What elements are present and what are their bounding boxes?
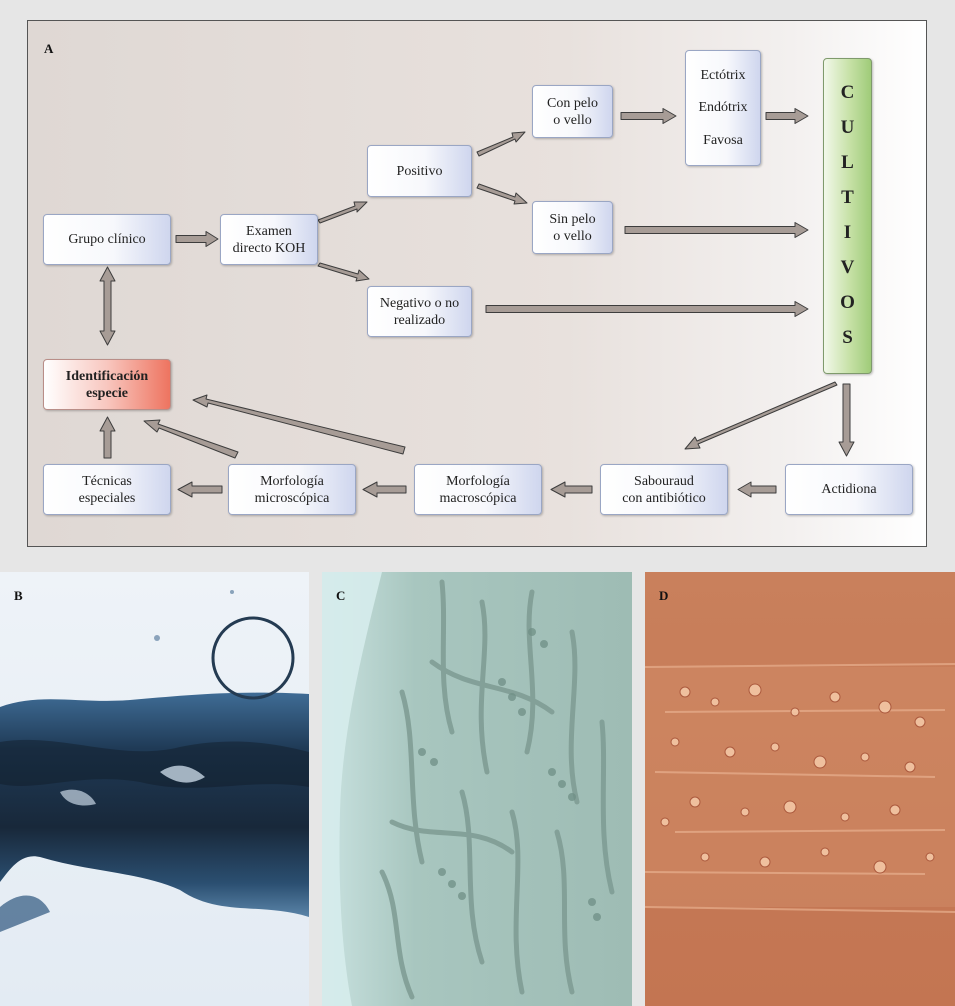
arrow-micro-identificacion xyxy=(144,420,238,458)
panel-d-label: D xyxy=(659,588,668,604)
node-actidiona: Actidiona xyxy=(785,464,913,515)
node-sin-pelo: Sin pelo o vello xyxy=(532,201,613,254)
cultivos-letter: U xyxy=(841,118,855,137)
arrow-shape xyxy=(477,184,527,204)
panel-c-label: C xyxy=(336,588,345,604)
arrow-micro-tecnicas xyxy=(178,482,222,497)
node-sabouraud: Sabouraud con antibiótico xyxy=(600,464,728,515)
cultivos-letter: C xyxy=(841,83,855,102)
arrow-shape xyxy=(318,263,369,281)
arrow-shape xyxy=(100,417,115,458)
panel-c-micrograph: C xyxy=(322,572,632,1006)
arrow-cultivos-sabouraud xyxy=(685,382,837,449)
arrow-shape xyxy=(477,132,525,156)
label-endotrix: Endótrix xyxy=(699,99,748,116)
arrow-shape xyxy=(551,482,592,497)
panel-a-flowchart: A Grupo clínico Examen directo KOH Posit… xyxy=(27,20,927,547)
arrow-cultivos-actidiona xyxy=(839,384,854,456)
panel-d-micrograph: D xyxy=(645,572,955,1006)
arrow-shape xyxy=(178,482,222,497)
node-cultivos: C U L T I V O S xyxy=(823,58,872,374)
micrograph-c-image xyxy=(322,572,632,1006)
node-tecnicas-especiales: Técnicas especiales xyxy=(43,464,171,515)
arrow-negativo-cultivos xyxy=(486,302,808,317)
node-identificacion-especie: Identificación especie xyxy=(43,359,171,410)
cultivos-letter: V xyxy=(841,258,855,277)
arrow-sabouraud-macro xyxy=(551,482,592,497)
arrow-grupo-identificacion-double xyxy=(100,267,115,345)
label-favosa: Favosa xyxy=(703,132,743,149)
cultivos-letter: L xyxy=(841,153,854,172)
arrow-conpelo-ectotrix xyxy=(621,109,676,124)
arrow-positivo-sinpelo xyxy=(477,184,527,204)
arrow-shape xyxy=(486,302,808,317)
node-examen-koh: Examen directo KOH xyxy=(220,214,318,265)
arrow-tecnicas-identificacion xyxy=(100,417,115,458)
arrow-shape xyxy=(363,482,406,497)
arrow-shape xyxy=(839,384,854,456)
arrow-examen-negativo xyxy=(318,263,369,281)
arrow-shape xyxy=(176,232,218,247)
micrograph-d-image xyxy=(645,572,955,1006)
arrow-grupo-examen xyxy=(176,232,218,247)
arrow-shape xyxy=(144,420,238,458)
arrow-shape xyxy=(621,109,676,124)
arrow-shape xyxy=(738,482,776,497)
cultivos-letter: I xyxy=(844,223,851,242)
arrow-shape xyxy=(193,395,405,454)
panel-b-micrograph: B xyxy=(0,572,309,1006)
arrow-examen-positivo xyxy=(318,202,367,223)
cultivos-letter: T xyxy=(841,188,854,207)
cultivos-letter: S xyxy=(842,328,853,347)
node-grupo-clinico: Grupo clínico xyxy=(43,214,171,265)
arrow-positivo-conpelo xyxy=(477,132,525,156)
panel-b-label: B xyxy=(14,588,23,604)
label-ectotrix: Ectótrix xyxy=(700,67,745,84)
arrow-shape xyxy=(685,382,837,449)
micrograph-b-image xyxy=(0,572,309,1006)
node-negativo: Negativo o no realizado xyxy=(367,286,472,337)
arrow-macro-identificacion xyxy=(193,395,405,454)
arrow-macro-micro xyxy=(363,482,406,497)
node-tipos-parasitacion: Ectótrix Endótrix Favosa xyxy=(685,50,761,166)
node-positivo: Positivo xyxy=(367,145,472,197)
arrow-shape xyxy=(100,267,115,345)
arrow-shape xyxy=(318,202,367,223)
arrow-ectotrix-cultivos xyxy=(766,109,808,124)
arrow-sinpelo-cultivos xyxy=(625,223,808,238)
arrow-shape xyxy=(625,223,808,238)
arrow-shape xyxy=(766,109,808,124)
node-con-pelo: Con pelo o vello xyxy=(532,85,613,138)
arrow-actidiona-sabouraud xyxy=(738,482,776,497)
node-morfologia-macroscopica: Morfología macroscópica xyxy=(414,464,542,515)
node-morfologia-microscopica: Morfología microscópica xyxy=(228,464,356,515)
cultivos-letter: O xyxy=(840,293,855,312)
